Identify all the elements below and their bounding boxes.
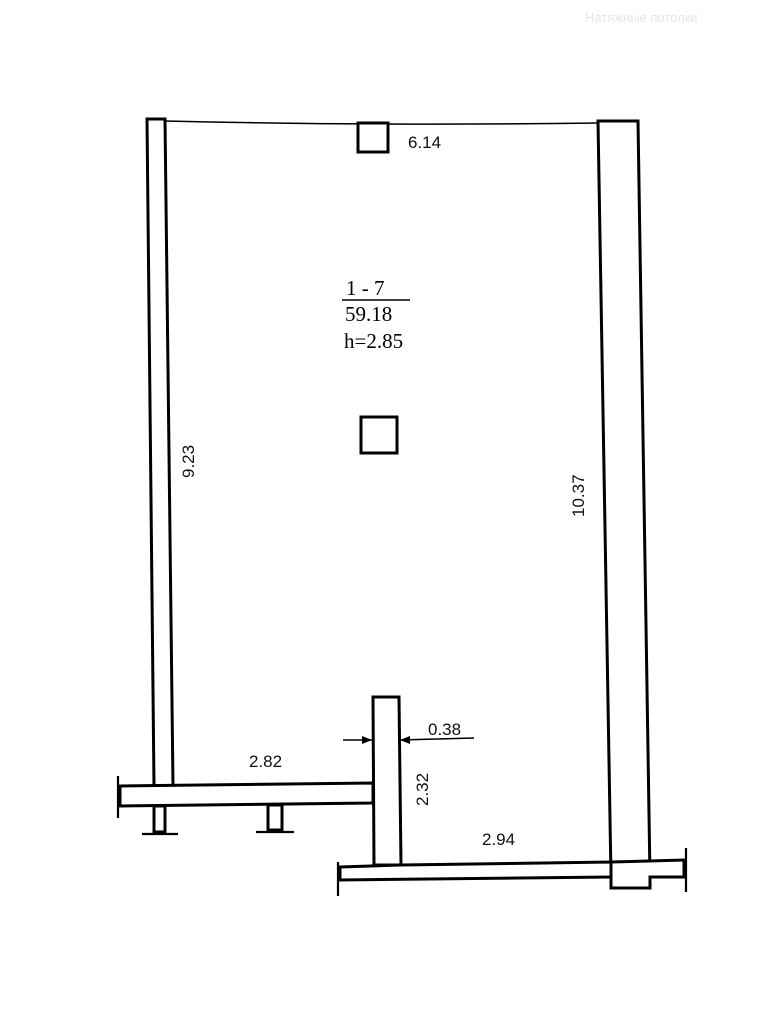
- dim-arrow-right-line: [399, 737, 475, 741]
- room-area: 59.18: [345, 302, 392, 326]
- dim-partition-thickness: 0.38: [428, 720, 461, 739]
- right-wall: [596, 119, 652, 879]
- left-wall: [145, 117, 175, 788]
- dim-arrow-right-head: [400, 736, 410, 744]
- dim-bottom-left-width: 2.82: [249, 752, 282, 771]
- corner-wall-stub: [609, 858, 686, 890]
- opening-jamb-right: [266, 803, 284, 832]
- bottom-right-wall: [338, 860, 613, 882]
- dim-top-width: 6.14: [408, 133, 441, 152]
- bottom-left-wall: [118, 781, 375, 808]
- column-center: [359, 415, 399, 455]
- partition-wall: [371, 695, 403, 867]
- watermark: Натяжные потолки: [585, 10, 698, 25]
- room-number: 1 - 7: [346, 276, 385, 300]
- dim-arrow-left-head: [362, 736, 372, 744]
- dim-partition-length: 2.32: [413, 773, 432, 806]
- dim-bottom-right-width: 2.94: [482, 830, 515, 849]
- dim-left-length: 9.23: [179, 445, 198, 478]
- dim-right-length: 10.37: [569, 474, 588, 517]
- opening-jamb-left: [152, 804, 167, 834]
- room-height: h=2.85: [344, 329, 403, 353]
- column-top: [356, 121, 390, 154]
